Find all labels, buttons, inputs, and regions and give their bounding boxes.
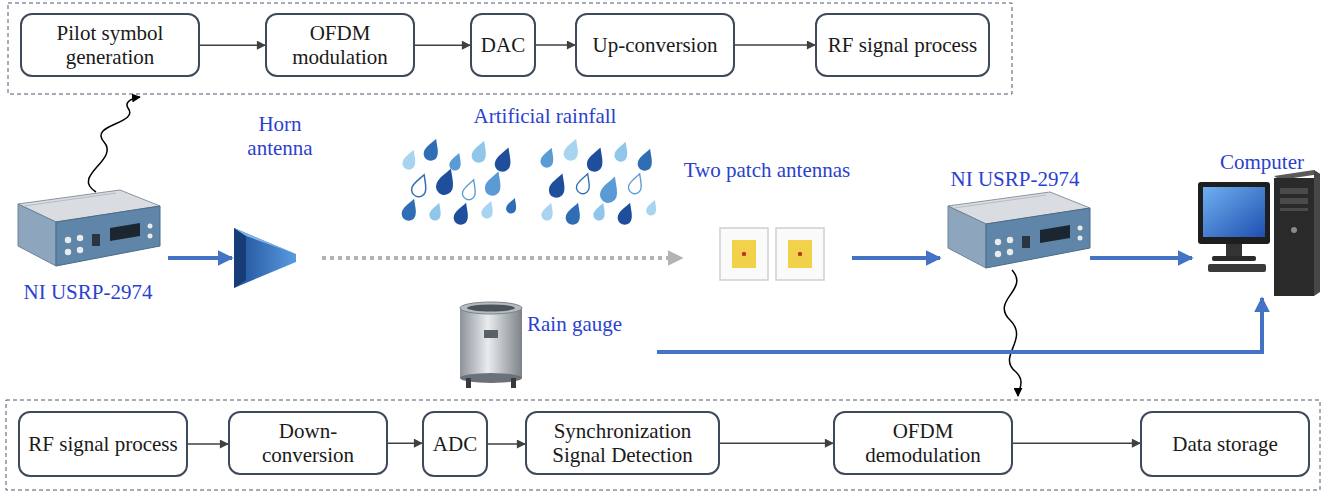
process-label: Up-conversion: [593, 33, 718, 57]
process-box: Pilot symbol generation: [20, 13, 200, 77]
process-label: Pilot symbol generation: [30, 21, 190, 69]
flow-arrow: [720, 442, 833, 444]
device-node: NI USRP-2974: [940, 165, 1090, 270]
device-label: NI USRP-2974: [940, 167, 1090, 191]
device-label: Rain gauge: [527, 312, 655, 336]
flow-arrow: [735, 44, 815, 46]
device-node: Horn antenna: [232, 112, 322, 290]
device-node: Rain gauge: [452, 298, 657, 392]
device-node: NI USRP-2974: [8, 190, 168, 308]
process-label: DAC: [481, 33, 525, 57]
flow-arrow: [188, 443, 228, 445]
flow-arrow: [536, 44, 575, 46]
flow-arrow: [852, 256, 940, 260]
process-box: Down-conversion: [228, 411, 388, 475]
device-label: NI USRP-2974: [8, 280, 168, 304]
process-box: RF signal process: [815, 13, 990, 77]
flow-arrow: [322, 256, 682, 260]
process-label: RF signal process: [28, 432, 177, 456]
process-label: RF signal process: [828, 33, 977, 57]
process-box: OFDM demodulation: [833, 411, 1013, 475]
process-box: DAC: [470, 13, 536, 77]
device-label: Two patch antennas: [682, 158, 852, 182]
device-label: Horn antenna: [232, 112, 328, 160]
flow-arrow: [168, 256, 232, 260]
flow-arrow: [488, 443, 525, 445]
flow-arrow: [200, 44, 265, 46]
flow-arrow: [657, 298, 1262, 352]
device-node: Two patch antennas: [682, 150, 852, 285]
process-box: Up-conversion: [575, 13, 735, 77]
process-label: Down-conversion: [238, 419, 378, 467]
flow-arrow: [1013, 442, 1140, 444]
process-label: Synchronization Signal Detection: [535, 419, 710, 467]
flow-arrow: [1090, 256, 1192, 260]
process-label: OFDM demodulation: [843, 419, 1003, 467]
scene-label: Artificial rainfall: [420, 104, 670, 128]
process-label: OFDM modulation: [275, 21, 405, 69]
process-box: OFDM modulation: [265, 13, 415, 77]
process-box: ADC: [422, 411, 488, 477]
device-node: Computer: [1192, 150, 1322, 298]
process-label: ADC: [433, 432, 477, 456]
process-box: Data storage: [1140, 411, 1310, 477]
process-box: Synchronization Signal Detection: [525, 411, 720, 475]
process-label: Data storage: [1172, 432, 1278, 456]
flow-arrow: [415, 44, 470, 46]
flow-arrow: [388, 442, 422, 444]
device-label: Computer: [1202, 150, 1322, 174]
process-box: RF signal process: [18, 411, 188, 477]
